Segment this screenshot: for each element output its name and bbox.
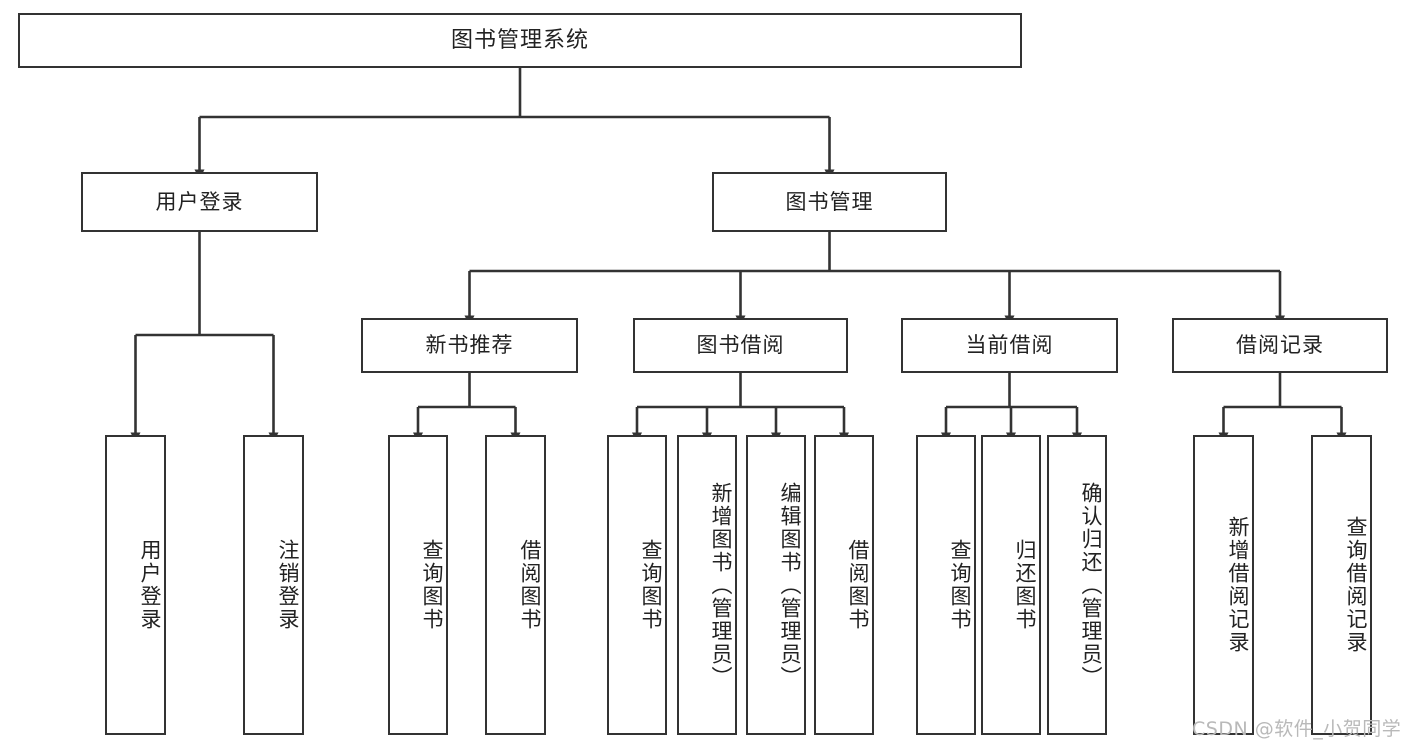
node-book-borrow[interactable]: 图书借阅 (633, 318, 848, 373)
node-user-login-module[interactable]: 用户登录 (81, 172, 318, 232)
node-leaf-recommend-query-book[interactable]: 查询图书 (388, 435, 448, 735)
node-new-book-recommend[interactable]: 新书推荐 (361, 318, 578, 373)
node-leaf-borrow-edit-book[interactable]: 编辑图书（管理员） (746, 435, 806, 735)
node-leaf-record-search[interactable]: 查询借阅记录 (1311, 435, 1372, 735)
node-leaf-borrow-lend-book[interactable]: 借阅图书 (814, 435, 874, 735)
node-leaf-user-logout[interactable]: 注销登录 (243, 435, 304, 735)
node-leaf-borrow-query-book[interactable]: 查询图书 (607, 435, 667, 735)
node-leaf-recommend-borrow-book[interactable]: 借阅图书 (485, 435, 546, 735)
node-leaf-record-add[interactable]: 新增借阅记录 (1193, 435, 1254, 735)
node-leaf-user-login[interactable]: 用户登录 (105, 435, 166, 735)
node-borrow-record[interactable]: 借阅记录 (1172, 318, 1388, 373)
node-root[interactable]: 图书管理系统 (18, 13, 1022, 68)
node-current-borrow[interactable]: 当前借阅 (901, 318, 1118, 373)
node-leaf-current-confirm-return[interactable]: 确认归还（管理员） (1047, 435, 1107, 735)
node-leaf-current-query-book[interactable]: 查询图书 (916, 435, 976, 735)
node-leaf-current-return-book[interactable]: 归还图书 (981, 435, 1041, 735)
node-leaf-borrow-add-book[interactable]: 新增图书（管理员） (677, 435, 737, 735)
node-book-management-module[interactable]: 图书管理 (712, 172, 947, 232)
